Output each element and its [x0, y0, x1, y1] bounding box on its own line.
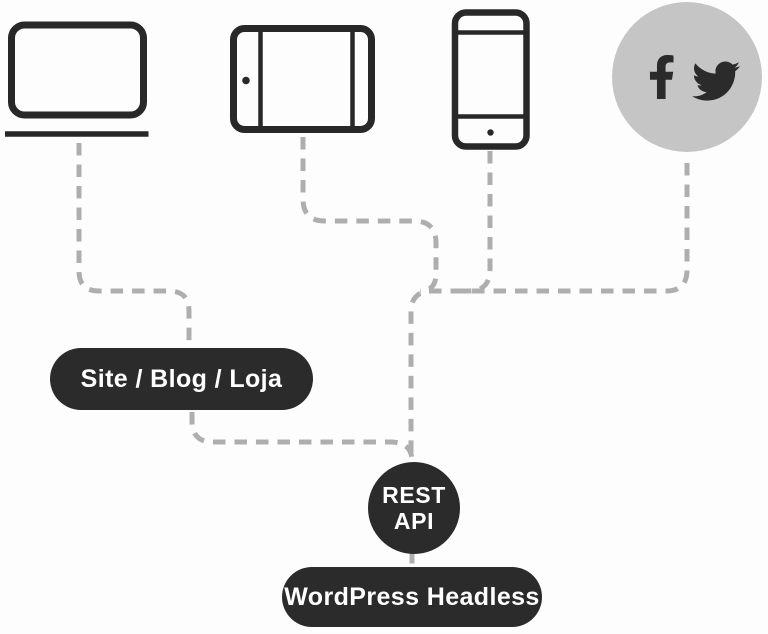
rest-api-label-line2: API: [393, 508, 435, 534]
laptop-screen: [8, 21, 147, 119]
connector-group: [76, 137, 690, 566]
connector-laptop-to-site-pill: [76, 143, 192, 347]
laptop-icon: [5, 21, 149, 137]
smartphone-home-dot: [487, 129, 494, 136]
rest-api-node: REST API: [368, 462, 460, 554]
connector-tablet-to-junction: [300, 137, 439, 294]
tablet-icon: [230, 25, 375, 133]
connector-social-to-rest-api: [408, 163, 690, 461]
smartphone-body: [451, 9, 530, 150]
social-media-circle: [612, 2, 762, 152]
wordpress-headless-node: WordPress Headless: [282, 567, 542, 627]
twitter-icon: [692, 61, 741, 101]
facebook-icon: [649, 55, 674, 99]
tablet-camera-dot: [242, 76, 250, 85]
rest-api-label-line1: REST: [382, 482, 446, 508]
connector-site-pill-to-rest-api: [189, 412, 415, 462]
site-blog-loja-node: Site / Blog / Loja: [50, 348, 313, 410]
site-blog-loja-label: Site / Blog / Loja: [80, 364, 283, 393]
social-circle-background: [612, 2, 762, 152]
tablet-body: [230, 25, 375, 133]
smartphone-icon: [451, 9, 530, 150]
wordpress-headless-label: WordPress Headless: [284, 582, 540, 611]
connector-smartphone-to-junction: [459, 151, 493, 294]
